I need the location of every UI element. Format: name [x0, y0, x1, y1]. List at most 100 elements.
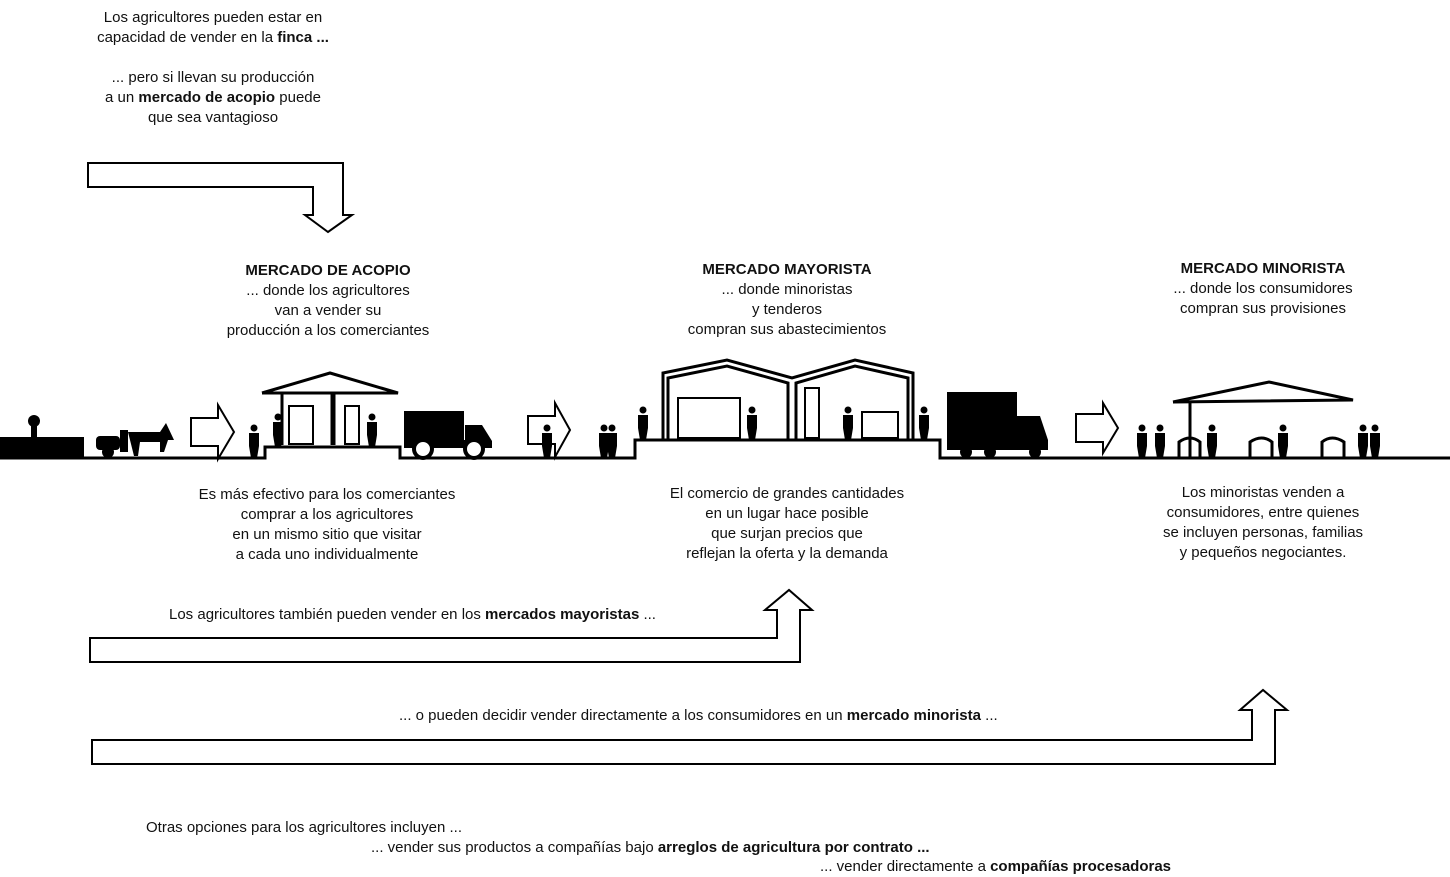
mayorista-title: MERCADO MAYORISTA	[702, 261, 872, 278]
text-line: Los minoristas venden a	[1163, 483, 1363, 503]
route-retail-text: ... o pueden decidir vender directamente…	[399, 706, 998, 726]
text-segment: ... vender sus productos a compañías baj…	[371, 839, 658, 856]
truck-icon	[404, 411, 492, 460]
text-line: ... vender sus productos a compañías baj…	[371, 838, 930, 858]
mayorista-heading: MERCADO MAYORISTA ... donde minoristas y …	[688, 260, 886, 340]
minorista-heading: MERCADO MINORISTA ... donde los consumid…	[1173, 259, 1352, 319]
text-segment: van a vender su	[274, 302, 382, 319]
text-segment: y tenderos	[751, 301, 823, 318]
text-segment: ... donde minoristas	[721, 281, 853, 298]
person-icon	[747, 406, 757, 440]
text-segment: comprar a los agricultores	[240, 506, 414, 523]
text-line: ... pero si llevan su producción	[105, 68, 321, 88]
text-segment: a un	[105, 89, 139, 106]
text-segment: ... donde los agricultores	[246, 282, 410, 299]
text-line: Es más efectivo para los comerciantes	[199, 485, 456, 505]
mayorista-description: ... donde minoristas y tenderos compran su…	[688, 280, 886, 340]
arrow-to-minorista	[91, 688, 1290, 765]
people-silhouettes	[249, 406, 1380, 458]
text-segment: se incluyen personas, familias	[1162, 524, 1364, 541]
flow-arrow-1	[190, 401, 236, 463]
text-line: reflejan la oferta y la demanda	[670, 544, 904, 564]
person-icon	[919, 406, 929, 440]
bold-term: arreglos de agricultura por contrato ...	[657, 839, 930, 856]
person-icon	[1358, 424, 1368, 458]
bold-term: mercado minorista	[846, 707, 981, 724]
text-line: ... donde los agricultores	[227, 281, 430, 301]
horse-cart-icon	[96, 423, 174, 458]
text-line: ... o pueden decidir vender directamente…	[399, 706, 998, 726]
text-segment: producción a los comerciantes	[226, 322, 430, 339]
mayorista-warehouse-icon	[661, 358, 915, 440]
text-segment: ... donde los consumidores	[1173, 280, 1353, 297]
text-line: producción a los comerciantes	[227, 321, 430, 341]
text-line: y tenderos	[688, 300, 886, 320]
route-wholesale-text: Los agricultores también pueden vender e…	[169, 605, 656, 625]
processing-companies-text: ... vender directamente a compañías proc…	[820, 857, 1171, 877]
text-line: a un mercado de acopio puede	[105, 88, 321, 108]
text-line: El comercio de grandes cantidades	[670, 484, 904, 504]
text-line: consumidores, entre quienes	[1163, 503, 1363, 523]
text-segment: compran sus abastecimientos	[687, 321, 887, 338]
bold-term: mercados mayoristas	[485, 606, 640, 623]
minorista-market-icon	[1172, 380, 1354, 458]
mayorista-note: El comercio de grandes cantidades en un l…	[670, 484, 904, 564]
acopio-description: ... donde los agricultores van a vender s…	[227, 281, 430, 341]
text-segment: ... pero si llevan su producción	[111, 69, 315, 86]
text-segment: El comercio de grandes cantidades	[669, 485, 905, 502]
text-segment: que sea vantagioso	[147, 109, 279, 126]
ground-line	[0, 438, 1450, 460]
text-line: y pequeños negociantes.	[1163, 543, 1363, 563]
arrow-to-mayorista	[89, 588, 815, 663]
text-line: ... donde los consumidores	[1173, 279, 1352, 299]
text-line: compran sus abastecimientos	[688, 320, 886, 340]
text-line: Los agricultores pueden estar en	[97, 8, 329, 28]
acopio-building-icon	[261, 371, 399, 445]
person-icon	[1137, 424, 1147, 458]
text-line: en un mismo sitio que visitar	[199, 525, 456, 545]
text-segment: ... vender directamente a	[820, 858, 991, 875]
farm-crops-icon	[0, 415, 84, 457]
text-line: Los agricultores también pueden vender e…	[169, 605, 656, 625]
text-line: van a vender su	[227, 301, 430, 321]
text-segment: Los agricultores pueden estar en	[103, 9, 323, 26]
acopio-note: Es más efectivo para los comerciantes com…	[199, 485, 456, 565]
text-segment: que surjan precios que	[711, 525, 863, 542]
text-segment: a cada uno individualmente	[235, 546, 419, 563]
text-segment: ...	[639, 606, 656, 623]
other-options-text: Otras opciones para los agricultores inc…	[146, 818, 462, 838]
acopio-title: MERCADO DE ACOPIO	[245, 262, 411, 279]
text-line: que sea vantagioso	[105, 108, 321, 128]
text-line: a cada uno individualmente	[199, 545, 456, 565]
arrow-to-acopio	[87, 162, 356, 234]
text-line: se incluyen personas, familias	[1163, 523, 1363, 543]
text-line: que surjan precios que	[670, 524, 904, 544]
person-icon	[249, 424, 259, 458]
text-segment: Es más efectivo para los comerciantes	[198, 486, 456, 503]
person-icon	[1207, 424, 1217, 458]
truck-icon	[947, 392, 1048, 458]
flow-arrow-3	[1075, 399, 1120, 457]
person-icon	[599, 424, 609, 458]
contract-farming-text: ... vender sus productos a compañías baj…	[371, 838, 930, 858]
minorista-title: MERCADO MINORISTA	[1180, 260, 1346, 277]
bold-term: finca ...	[277, 29, 329, 46]
text-line: Otras opciones para los agricultores inc…	[146, 818, 462, 838]
text-segment: puede	[275, 89, 321, 106]
person-icon	[843, 406, 853, 440]
text-segment: Otras opciones para los agricultores inc…	[146, 819, 462, 836]
text-segment: consumidores, entre quienes	[1166, 504, 1360, 521]
text-line: en un lugar hace posible	[670, 504, 904, 524]
bold-term: compañías procesadoras	[990, 858, 1172, 875]
text-segment: ...	[981, 707, 998, 724]
person-icon	[1278, 424, 1288, 458]
acopio-heading: MERCADO DE ACOPIO ... donde los agricult…	[227, 261, 430, 341]
text-segment: ... o pueden decidir vender directamente…	[399, 707, 847, 724]
text-line: comprar a los agricultores	[199, 505, 456, 525]
person-icon	[273, 413, 283, 447]
person-icon	[607, 424, 617, 458]
